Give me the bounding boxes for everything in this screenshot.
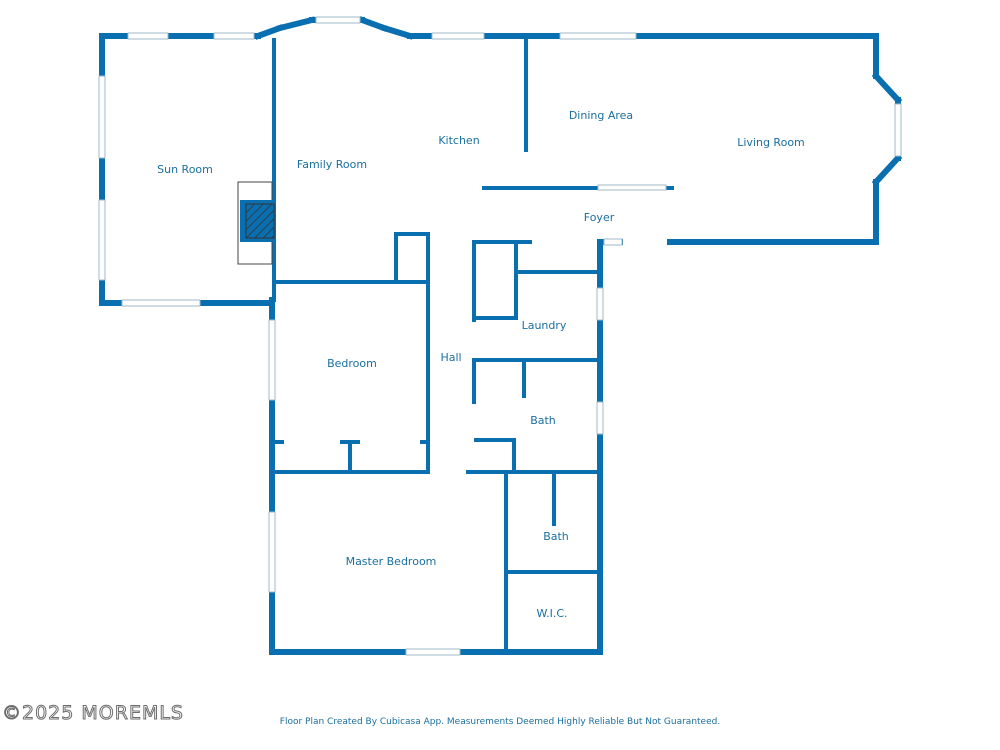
room-label-family-room: Family Room (297, 158, 367, 171)
room-label-kitchen: Kitchen (438, 134, 479, 147)
room-label-master-bedroom: Master Bedroom (346, 555, 437, 568)
room-label-bath-lower: Bath (543, 530, 569, 543)
room-label-dining-area: Dining Area (569, 109, 633, 122)
watermark: ©2025 MOREMLS (2, 702, 184, 725)
interior-walls (272, 36, 674, 654)
room-label-wic: W.I.C. (536, 607, 567, 620)
exterior-walls (99, 16, 903, 655)
fireplace (237, 181, 275, 265)
windows (98, 16, 902, 656)
room-label-hall: Hall (440, 351, 461, 364)
room-label-sun-room: Sun Room (157, 163, 213, 176)
room-label-bedroom: Bedroom (327, 357, 377, 370)
room-label-living-room: Living Room (737, 136, 805, 149)
footer-disclaimer: Floor Plan Created By Cubicasa App. Meas… (279, 717, 721, 727)
room-label-foyer: Foyer (584, 211, 615, 224)
room-label-laundry: Laundry (522, 319, 567, 332)
room-label-bath-upper: Bath (530, 414, 556, 427)
